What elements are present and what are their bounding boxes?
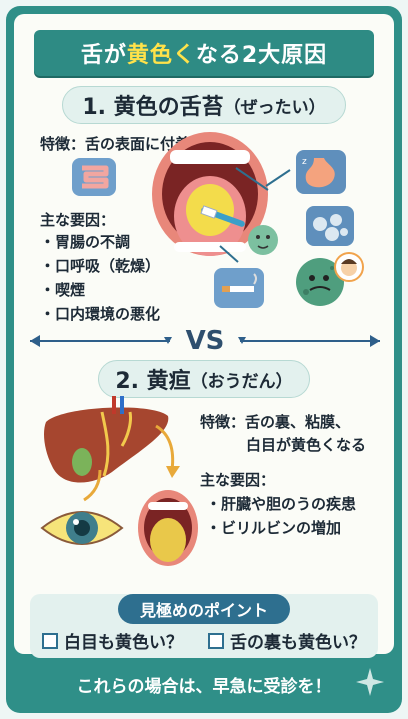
bacteria-icon	[306, 206, 354, 246]
stomach-icon: z	[296, 150, 346, 194]
check-item-label: 舌の裏も黄色い？	[230, 633, 366, 653]
checkbox-icon	[42, 632, 58, 649]
check-item-label: 白目も黄色い？	[64, 633, 183, 653]
face-icon	[334, 252, 364, 282]
section1-feature: 特徴：舌の表面に付着	[40, 135, 191, 153]
divider-line	[240, 340, 380, 342]
checkbox-icon	[208, 632, 224, 649]
section2-reading: （おうだん）	[190, 371, 293, 392]
liver-icon	[42, 396, 172, 492]
section1-causes-label: 主な要因：	[40, 211, 116, 229]
title-part: なる2大原因	[195, 43, 328, 68]
section2-causes-label: 主な要因：	[200, 471, 276, 489]
title-part: 舌が	[80, 43, 127, 68]
check-item: 白目も黄色い？	[42, 628, 183, 653]
page-title: 舌が黄色くなる2大原因	[81, 37, 327, 69]
check-item: 舌の裏も黄色い？	[208, 628, 366, 653]
toothbrush-icon	[200, 204, 250, 234]
vs-divider: VS	[30, 326, 380, 356]
svg-text:z: z	[302, 157, 307, 167]
eye-icon	[40, 502, 124, 554]
section1-cause-item: ・胃腸の不調	[40, 233, 131, 251]
section1-heading-text: 1. 黄色の舌苔	[82, 95, 224, 120]
section2-feature-line1: 特徴：舌の裏、粘膜、	[200, 413, 351, 431]
section2-feature-line2: 白目が黄色くなる	[246, 436, 367, 454]
germ-character-icon	[292, 254, 348, 310]
section1-cause-item: ・口呼吸（乾燥）	[40, 257, 161, 275]
section2-cause-item: ・ビリルビンの増加	[206, 519, 342, 537]
section1-cause-item: ・口内環境の悪化	[40, 305, 161, 323]
double-arrow-icon	[30, 335, 380, 347]
section1-cause-item: ・喫煙	[40, 281, 86, 299]
points-title: 見極めのポイント	[118, 594, 290, 624]
sparkle-icon	[356, 668, 384, 696]
intestine-icon	[72, 158, 116, 196]
section1-heading: 1. 黄色の舌苔（ぜったい）	[62, 86, 346, 124]
footer-message: これらの場合は、早急に受診を！	[76, 676, 332, 697]
section2-heading-text: 2. 黄疸	[115, 369, 191, 394]
section2-cause-item: ・肝臓や胆のうの疾患	[206, 495, 357, 513]
title-banner: 舌が黄色くなる2大原因	[34, 30, 374, 76]
title-highlight: 黄色く	[126, 43, 196, 68]
mouth-icon	[136, 488, 200, 568]
section2-heading: 2. 黄疸（おうだん）	[98, 360, 310, 398]
vs-label: VS	[185, 326, 225, 356]
divider-line	[30, 340, 170, 342]
germ-character-icon	[246, 222, 280, 260]
cigarette-icon	[214, 268, 264, 308]
section1-reading: （ぜったい）	[223, 97, 326, 118]
